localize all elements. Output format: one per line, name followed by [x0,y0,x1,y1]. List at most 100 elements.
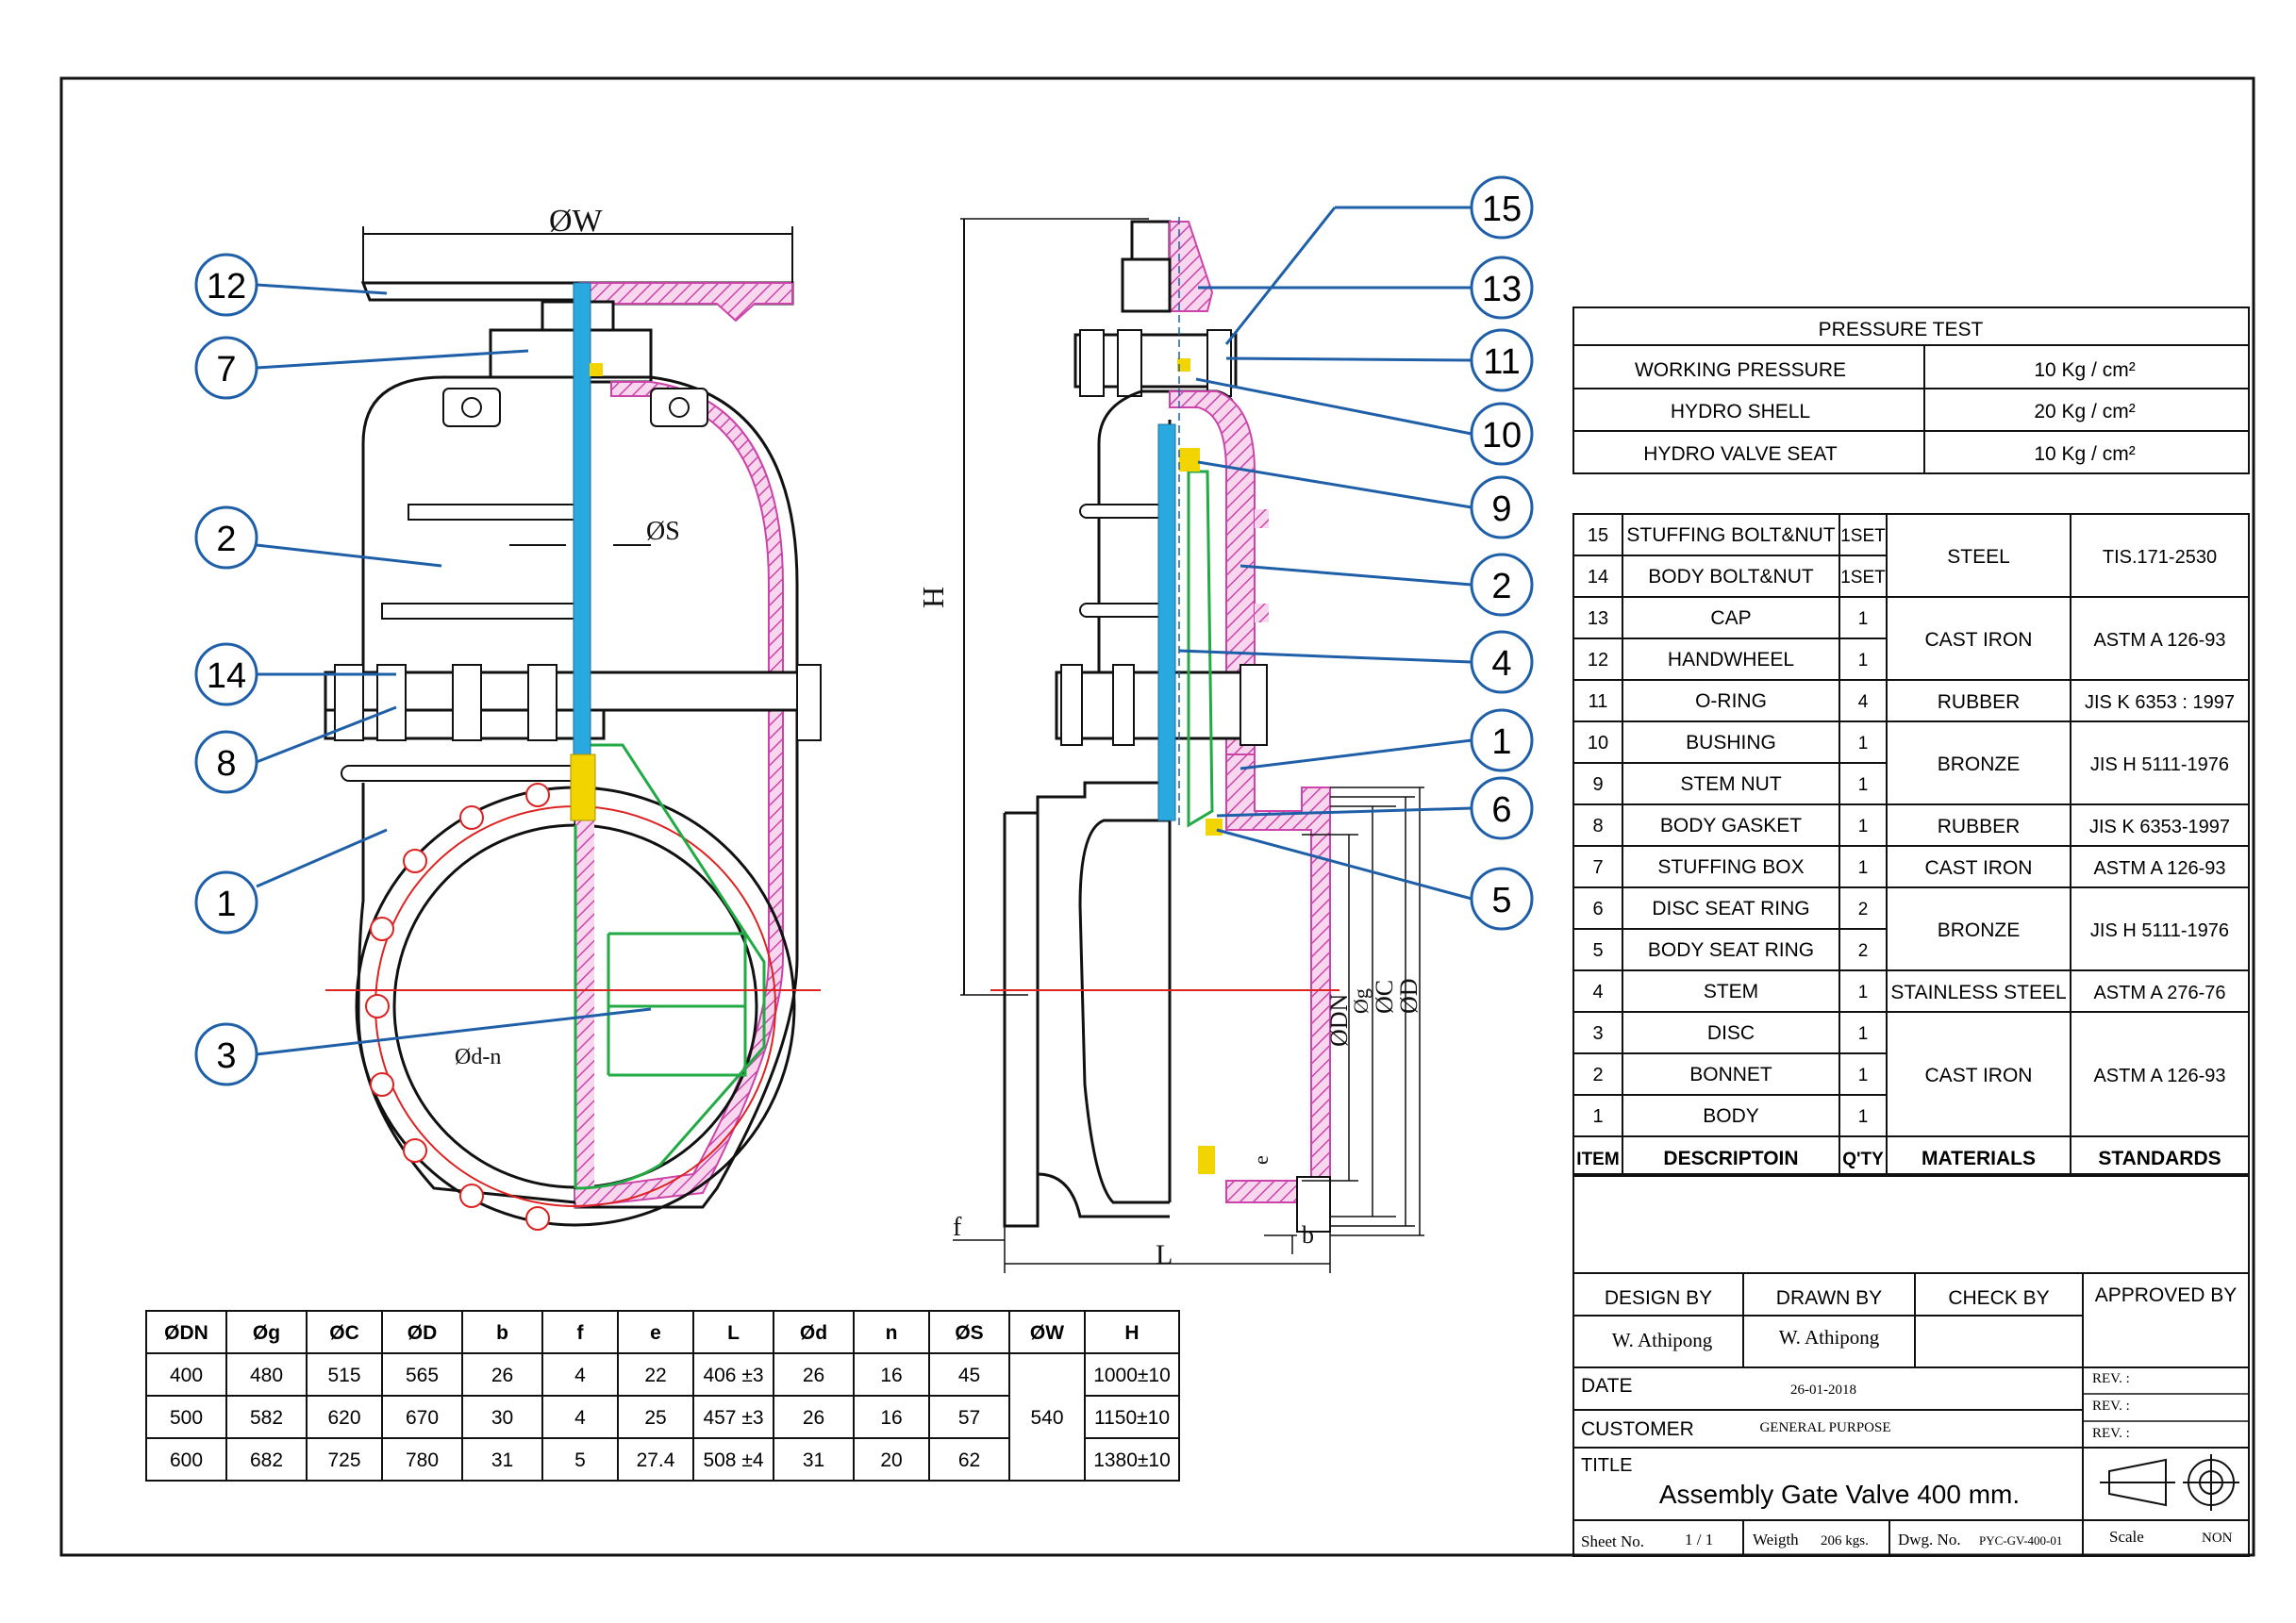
callout-bubble [194,870,258,935]
dim-odn-label: ØDN [1325,993,1353,1047]
pressure-row-value: 10 Kg / cm² [2034,443,2135,465]
title-label: TITLE [1581,1455,1632,1476]
drawn-by-label: DRAWN BY [1776,1287,1882,1309]
dim-table-cell: 600 [170,1449,203,1471]
parts-item-number: 1 [1592,1106,1603,1127]
parts-material: BRONZE [1938,919,2021,941]
parts-quantity: 1 [1858,651,1869,671]
dim-table-cell: 27.4 [637,1449,675,1471]
parts-item-number: 7 [1592,857,1603,878]
parts-material: BRONZE [1938,754,2021,775]
dim-dn-label: Ød-n [455,1045,501,1069]
parts-description: HANDWHEEL [1668,649,1794,671]
dim-table-header: n [886,1322,898,1344]
dim-table-cell: 508 ±4 [703,1449,763,1471]
parts-standard: JIS K 6353 : 1997 [2085,692,2235,713]
parts-description: BODY [1703,1105,1759,1127]
dim-table-header: ØDN [164,1322,208,1344]
parts-description: BONNET [1689,1064,1772,1085]
bonnet [361,375,577,676]
callout-number: 1 [216,885,236,924]
parts-quantity: 1SET [1840,568,1886,588]
sheet-label: Sheet No. [1581,1532,1644,1550]
dim-table-cell: 515 [327,1365,360,1386]
dwg-value: PYC-GV-400-01 [1979,1533,2062,1548]
parts-description: BUSHING [1686,732,1776,754]
dim-table-header: Øg [253,1322,280,1344]
dim-table-header: Ød [800,1322,827,1344]
callout-number: 6 [1491,790,1511,830]
callout-bubble [1470,553,1534,617]
dim-table-cell: 16 [880,1407,902,1429]
parts-quantity: 1 [1858,1066,1869,1085]
parts-description: CAP [1710,607,1751,629]
dim-table-cell: 4 [574,1407,586,1429]
pressure-row-value: 20 Kg / cm² [2034,401,2135,422]
weight-value: 206 kgs. [1821,1533,1869,1548]
dim-table-cell: 31 [491,1449,513,1471]
callout-number: 11 [1483,342,1520,382]
dim-table-cell: 500 [170,1407,203,1429]
dim-table-cell: 582 [250,1407,283,1429]
dim-od-label: ØD [1395,978,1423,1014]
dim-table-cell: 480 [250,1365,283,1386]
dim-b-label: b [1302,1221,1314,1249]
callouts [256,206,1472,1056]
dim-table-cell: 30 [491,1407,513,1429]
callout-bubble [194,730,258,794]
rev-label: REV. : [2092,1371,2130,1386]
dim-table-cell: 5 [574,1449,586,1471]
callout-bubble [1470,867,1534,931]
date-label: DATE [1581,1375,1632,1397]
dim-table-cell: 725 [327,1449,360,1471]
parts-header-qty: Q'TY [1842,1150,1884,1169]
callout-number: 3 [216,1036,236,1076]
dim-l-label: L [1156,1239,1173,1270]
parts-header-description: DESCRIPTOIN [1663,1148,1798,1169]
callout-number: 15 [1482,190,1522,229]
parts-material: RUBBER [1938,691,2021,713]
parts-description: O-RING [1695,690,1767,712]
parts-item-number: 5 [1592,940,1603,961]
drawn-by-value: W. Athipong [1779,1326,1880,1349]
parts-quantity: 1 [1858,858,1869,878]
parts-item-number: 2 [1592,1065,1603,1085]
callout-number: 10 [1482,416,1522,455]
parts-quantity: 1SET [1840,526,1886,546]
callout-bubble [194,336,258,400]
parts-description: BODY BOLT&NUT [1648,566,1814,588]
parts-description: STUFFING BOLT&NUT [1626,524,1835,546]
callout-number: 13 [1482,270,1522,309]
design-by-value: W. Athipong [1612,1329,1713,1351]
pressure-row-label: HYDRO SHELL [1671,401,1810,422]
parts-quantity: 4 [1858,692,1869,712]
callout-bubble [1470,708,1534,772]
parts-item-number: 4 [1592,982,1603,1002]
dim-table-cell: 780 [406,1449,439,1471]
parts-description: BODY GASKET [1660,815,1802,836]
dim-table-cell: 406 ±3 [703,1365,763,1386]
dim-table-cell: 682 [250,1449,283,1471]
dim-table-header: ØC [329,1322,359,1344]
callout-number: 4 [1491,644,1511,684]
parts-standard: ASTM A 126-93 [2093,1066,2225,1086]
parts-material: RUBBER [1938,816,2021,837]
parts-item-number: 15 [1588,525,1608,546]
dim-table-cell: 22 [644,1365,666,1386]
callout-number: 5 [1491,881,1511,920]
dim-table-header: e [650,1322,661,1344]
dim-table-cell: 25 [644,1407,666,1429]
date-value: 26-01-2018 [1790,1383,1856,1398]
parts-quantity: 1 [1858,734,1869,754]
callout-number: 12 [207,267,246,306]
disc [574,743,766,1190]
check-by-label: CHECK BY [1948,1287,2049,1309]
callout-bubble [194,253,258,317]
dim-table-cell: 670 [406,1407,439,1429]
scale-label: Scale [2109,1528,2144,1546]
dim-table-cell: 4 [574,1365,586,1386]
callout-bubble [194,505,258,570]
dim-table-cell: 20 [880,1449,902,1471]
title-block: DESIGN BY DRAWN BY CHECK BY APPROVED BY … [1572,1173,2250,1557]
